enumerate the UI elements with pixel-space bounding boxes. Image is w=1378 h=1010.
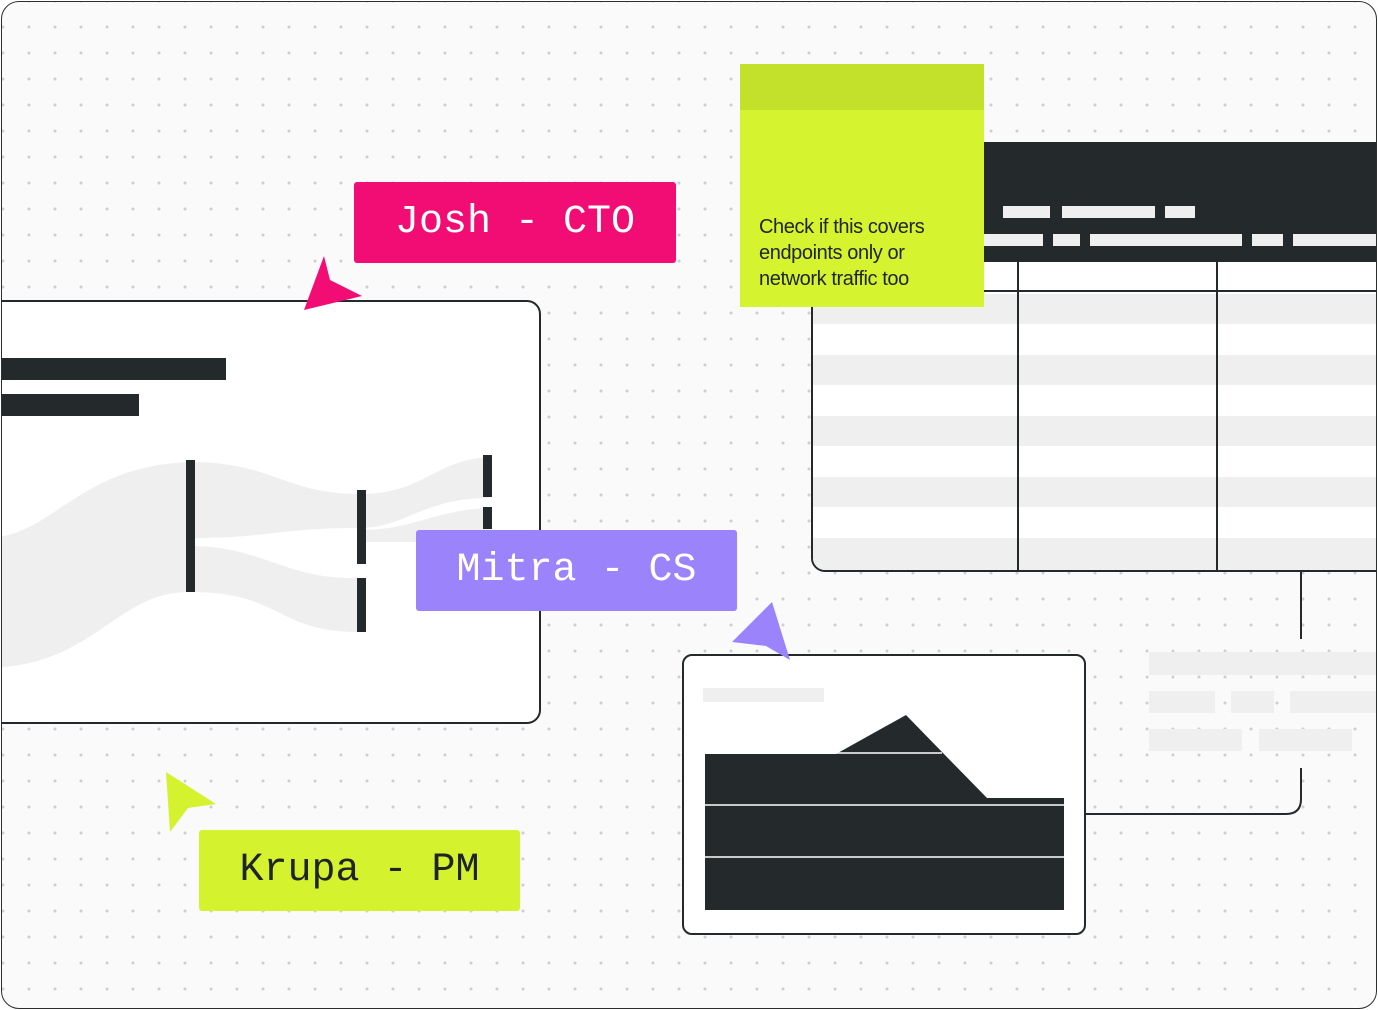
header-label-placeholder	[1007, 206, 1050, 218]
sankey-flows	[2, 457, 489, 668]
header-label-placeholder	[1293, 234, 1376, 246]
sankey-node-bar	[357, 490, 366, 564]
sankey-chart-card[interactable]	[2, 300, 541, 724]
chart-title-placeholder	[703, 688, 824, 702]
area-chart-card[interactable]	[682, 654, 1086, 935]
table-row-stripe	[813, 477, 1376, 507]
header-label-placeholder	[1252, 234, 1283, 246]
subtitle-placeholder-bar	[2, 394, 139, 416]
table-row-stripe	[813, 538, 1376, 570]
column-divider	[1017, 262, 1019, 570]
text-placeholder	[1259, 729, 1352, 751]
table-row-stripe	[813, 355, 1376, 385]
text-placeholder	[1149, 691, 1215, 713]
header-label-placeholder	[1053, 234, 1080, 246]
sticky-note[interactable]: Check if this covers endpoints only or n…	[740, 64, 984, 307]
area-chart-graphic	[705, 715, 1064, 910]
header-label-placeholder	[1062, 206, 1155, 218]
sticky-note-text: Check if this covers endpoints only or n…	[759, 216, 925, 290]
sankey-node-bar	[186, 460, 195, 592]
collaborator-tag-krupa: Krupa - PM	[199, 830, 520, 911]
text-placeholder	[1149, 652, 1376, 675]
text-placeholder	[1149, 729, 1242, 751]
header-label-placeholder	[983, 234, 1043, 246]
text-placeholder	[1290, 691, 1376, 713]
cursor-arrow-icon	[166, 772, 216, 832]
sankey-node-bar	[483, 507, 492, 529]
header-divider	[813, 290, 1376, 292]
sankey-node-bar	[483, 455, 492, 497]
cursor-arrow-icon	[304, 256, 362, 310]
collaborator-tag-josh: Josh - CTO	[354, 182, 676, 263]
table-row-stripe	[813, 416, 1376, 446]
column-divider	[1216, 262, 1218, 570]
collaborator-tag-mitra: Mitra - CS	[416, 530, 737, 611]
text-placeholder	[1231, 691, 1274, 713]
sticky-note-header	[740, 64, 984, 110]
cursor-arrow-icon	[732, 602, 790, 660]
sankey-node-bar	[357, 578, 366, 632]
header-label-placeholder	[1090, 234, 1242, 246]
header-label-placeholder	[1165, 206, 1195, 218]
title-placeholder-bar	[2, 358, 226, 380]
